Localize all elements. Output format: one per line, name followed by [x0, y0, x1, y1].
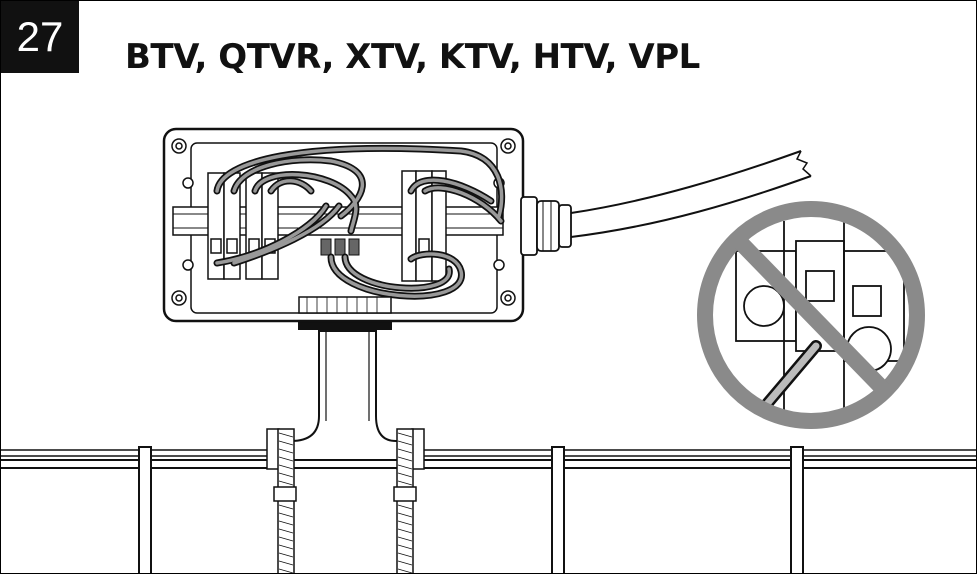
pipe-strap [138, 446, 804, 573]
power-cable [570, 150, 812, 238]
heating-cable-run [1, 449, 976, 457]
cable-gland [520, 196, 572, 256]
page-title: BTV, QTVR, XTV, KTV, HTV, VPL [125, 37, 700, 77]
junction-box [162, 127, 525, 323]
wiring [213, 144, 506, 300]
no-symbol-icon [697, 201, 925, 429]
pipe [1, 459, 976, 469]
clamp-threads [278, 432, 413, 573]
screw-icon [171, 138, 516, 306]
step-number-badge: 27 [1, 1, 79, 73]
crimp-connector [320, 238, 360, 256]
